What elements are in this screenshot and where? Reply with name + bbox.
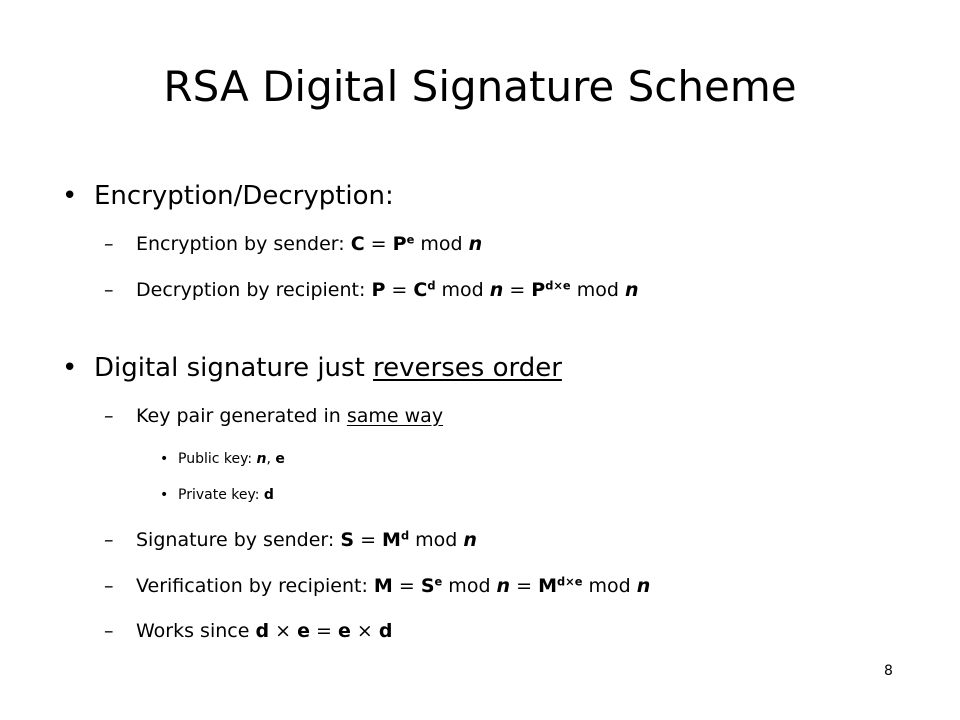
formula-modulus: n xyxy=(463,529,477,551)
item-text-underlined: same way xyxy=(346,405,444,427)
item-label: Key pair generated in xyxy=(136,405,347,427)
dash-marker: – xyxy=(104,575,114,597)
formula-eq: = xyxy=(392,575,421,597)
formula-exponent: d xyxy=(400,528,410,543)
formula-mod: mod xyxy=(442,575,497,597)
sub-item-signature: –Signature by sender: S = Md mod n xyxy=(104,529,477,551)
formula-modulus: n xyxy=(468,233,483,255)
key-n: n xyxy=(256,451,267,467)
formula-eq: = xyxy=(385,279,414,301)
formula-times: × xyxy=(350,620,379,642)
formula-eq: = xyxy=(354,529,383,551)
sub-item-decryption: –Decryption by recipient: P = Cd mod n =… xyxy=(104,279,638,301)
formula-var: e xyxy=(297,620,310,642)
item-label: Public key: xyxy=(178,451,257,467)
sub-item-key-pair: –Key pair generated in same way xyxy=(104,405,443,427)
item-label: Encryption by sender: xyxy=(136,233,351,255)
formula-eq: = xyxy=(510,575,539,597)
bullet-digital-signature: • Digital signature just reverses order xyxy=(62,353,562,383)
bullet-encryption-decryption: • Encryption/Decryption: xyxy=(62,181,394,211)
bullet-text: Digital signature just xyxy=(94,353,374,383)
bullet-text-underlined: reverses order xyxy=(373,353,562,383)
dash-marker: – xyxy=(104,529,114,551)
key-e: e xyxy=(275,451,285,467)
formula-modulus: n xyxy=(624,279,639,301)
slide-title: RSA Digital Signature Scheme xyxy=(163,62,797,111)
formula-exponent: d×e xyxy=(557,574,583,589)
formula-eq: = xyxy=(364,233,393,255)
formula-exponent: d×e xyxy=(545,278,571,293)
formula-var: S xyxy=(340,529,355,551)
sub-item-verification: –Verification by recipient: M = Se mod n… xyxy=(104,575,650,597)
formula-modulus: n xyxy=(636,575,651,597)
formula-base: M xyxy=(538,575,557,597)
formula-mod: mod xyxy=(570,279,625,301)
formula-var: M xyxy=(373,575,393,597)
item-label: Verification by recipient: xyxy=(136,575,374,597)
page-number: 8 xyxy=(884,663,893,679)
formula-mod: mod xyxy=(414,233,469,255)
formula-base: C xyxy=(413,279,428,301)
separator: , xyxy=(266,451,276,467)
bullet-marker: • xyxy=(160,487,169,503)
dash-marker: – xyxy=(104,233,114,255)
item-label: Signature by sender: xyxy=(136,529,341,551)
formula-exponent: d xyxy=(427,278,436,293)
formula-eq: = xyxy=(503,279,532,301)
formula-base: P xyxy=(392,233,407,255)
formula-modulus: n xyxy=(496,575,511,597)
sub-sub-item-private-key: • Private key: d xyxy=(160,487,274,503)
key-d: d xyxy=(263,487,274,503)
sub-item-encryption: –Encryption by sender: C = Pe mod n xyxy=(104,233,482,255)
formula-var: e xyxy=(337,620,351,642)
formula-var: d xyxy=(255,620,270,642)
formula-var: P xyxy=(371,279,386,301)
bullet-marker: • xyxy=(62,181,78,211)
formula-mod: mod xyxy=(582,575,637,597)
item-label: Decryption by recipient: xyxy=(136,279,372,301)
formula-var: d xyxy=(378,620,393,642)
formula-times: × xyxy=(269,620,298,642)
sub-item-works-since: –Works since d × e = e × d xyxy=(104,620,392,642)
formula-base: P xyxy=(531,279,546,301)
dash-marker: – xyxy=(104,279,114,301)
item-label: Works since xyxy=(136,620,256,642)
dash-marker: – xyxy=(104,620,114,642)
formula-base: M xyxy=(382,529,401,551)
bullet-text: Encryption/Decryption: xyxy=(94,181,394,211)
formula-var: C xyxy=(350,233,365,255)
formula-mod: mod xyxy=(409,529,464,551)
formula-base: S xyxy=(420,575,435,597)
sub-sub-item-public-key: • Public key: n, e xyxy=(160,451,285,467)
item-label: Private key: xyxy=(178,487,264,503)
formula-exponent: e xyxy=(406,232,415,247)
dash-marker: – xyxy=(104,405,114,427)
formula-exponent: e xyxy=(434,574,443,589)
formula-modulus: n xyxy=(489,279,504,301)
bullet-marker: • xyxy=(160,451,169,467)
formula-eq: = xyxy=(309,620,338,642)
formula-mod: mod xyxy=(435,279,490,301)
bullet-marker: • xyxy=(62,353,78,383)
